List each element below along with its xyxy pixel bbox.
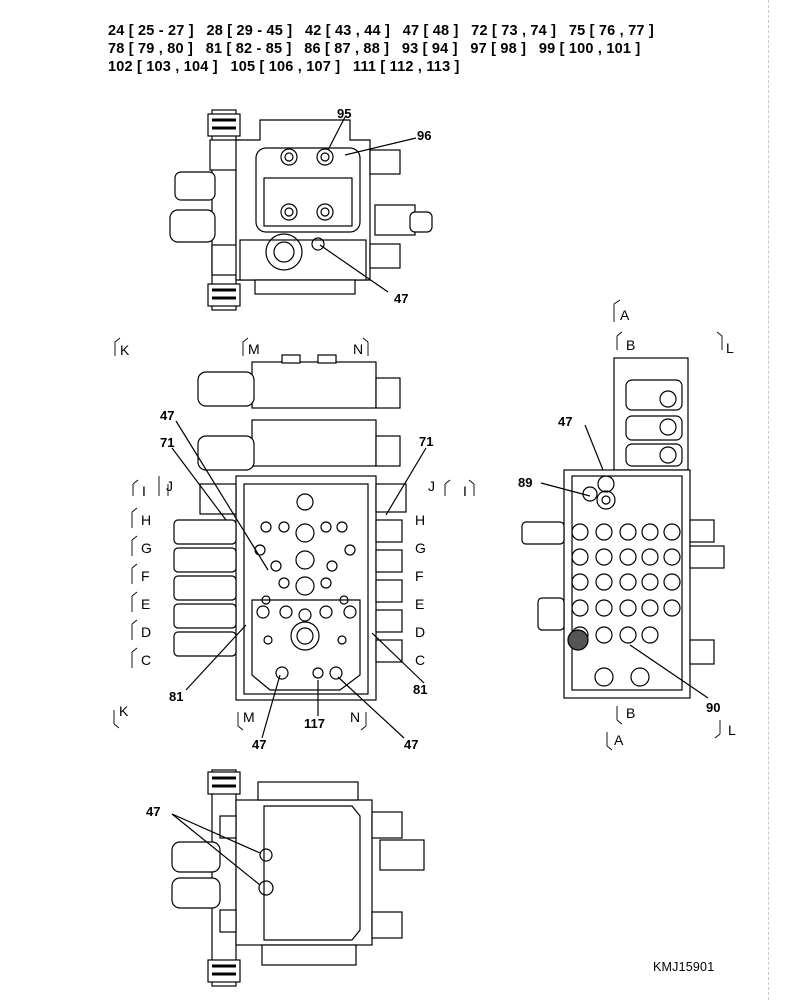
bottom-view-drawing — [171, 769, 425, 987]
section-label-h-left: H — [141, 512, 151, 528]
section-label-l-bottom: L — [728, 722, 736, 738]
section-label-d-right: D — [415, 624, 425, 640]
section-label-m-top: M — [248, 341, 260, 357]
section-label-e-right: E — [415, 596, 424, 612]
callout-81-left: 81 — [169, 689, 183, 704]
callout-71-left: 71 — [160, 435, 174, 450]
callout-47-front-a: 47 — [160, 408, 174, 423]
section-label-g-left: G — [141, 540, 152, 556]
section-label-j-right: J — [428, 478, 435, 494]
reference-line-2: 78 [ 79 , 80 ] 81 [ 82 - 85 ] 86 [ 87 , … — [108, 41, 641, 57]
reference-line-1: 24 [ 25 - 27 ] 28 [ 29 - 45 ] 42 [ 43 , … — [108, 23, 654, 39]
callout-47-top: 47 — [394, 291, 408, 306]
drawing-code: KMJ15901 — [653, 960, 715, 974]
callout-47-side: 47 — [558, 414, 572, 429]
callout-47-bottom: 47 — [146, 804, 160, 819]
section-label-d-left: D — [141, 624, 151, 640]
callout-117: 117 — [304, 716, 325, 731]
section-label-k-top: K — [120, 342, 130, 358]
section-label-b-bottom: B — [626, 705, 635, 721]
section-label-b-top: B — [626, 337, 635, 353]
section-label-a-bottom: A — [614, 732, 624, 748]
section-label-f-left: F — [141, 568, 150, 584]
front-section-markers — [113, 337, 475, 731]
section-label-h-right: H — [415, 512, 425, 528]
section-label-k-bottom: K — [119, 703, 129, 719]
section-label-a-top: A — [620, 307, 630, 323]
section-label-f-right: F — [415, 568, 424, 584]
callout-47-front-b: 47 — [252, 737, 266, 752]
section-label-e-left: E — [141, 596, 150, 612]
callout-90: 90 — [706, 700, 720, 715]
side-view-drawing — [521, 357, 725, 699]
section-label-n-bottom: N — [350, 709, 360, 725]
section-label-n-top: N — [353, 341, 363, 357]
page-edge-rule — [768, 0, 769, 1000]
front-view-drawing — [171, 354, 427, 739]
section-label-j-left: J — [166, 478, 173, 494]
section-label-c-right: C — [415, 652, 425, 668]
callout-47-front-c: 47 — [404, 737, 418, 752]
section-label-l-top: L — [726, 340, 734, 356]
callout-71-right: 71 — [419, 434, 433, 449]
section-label-g-right: G — [415, 540, 426, 556]
parts-reference-header: 24 [ 25 - 27 ] 28 [ 29 - 45 ] 42 [ 43 , … — [108, 22, 768, 76]
top-view-drawing — [169, 109, 433, 311]
callout-96: 96 — [417, 128, 431, 143]
section-label-m-bottom: M — [243, 709, 255, 725]
callout-95: 95 — [337, 106, 351, 121]
callout-89: 89 — [518, 475, 532, 490]
side-section-markers — [606, 299, 723, 751]
callout-81-right: 81 — [413, 682, 427, 697]
section-label-c-left: C — [141, 652, 151, 668]
section-label-i-right: I — [463, 483, 467, 499]
reference-line-3: 102 [ 103 , 104 ] 105 [ 106 , 107 ] 111 … — [108, 59, 460, 75]
section-label-i-left: I — [142, 483, 146, 499]
